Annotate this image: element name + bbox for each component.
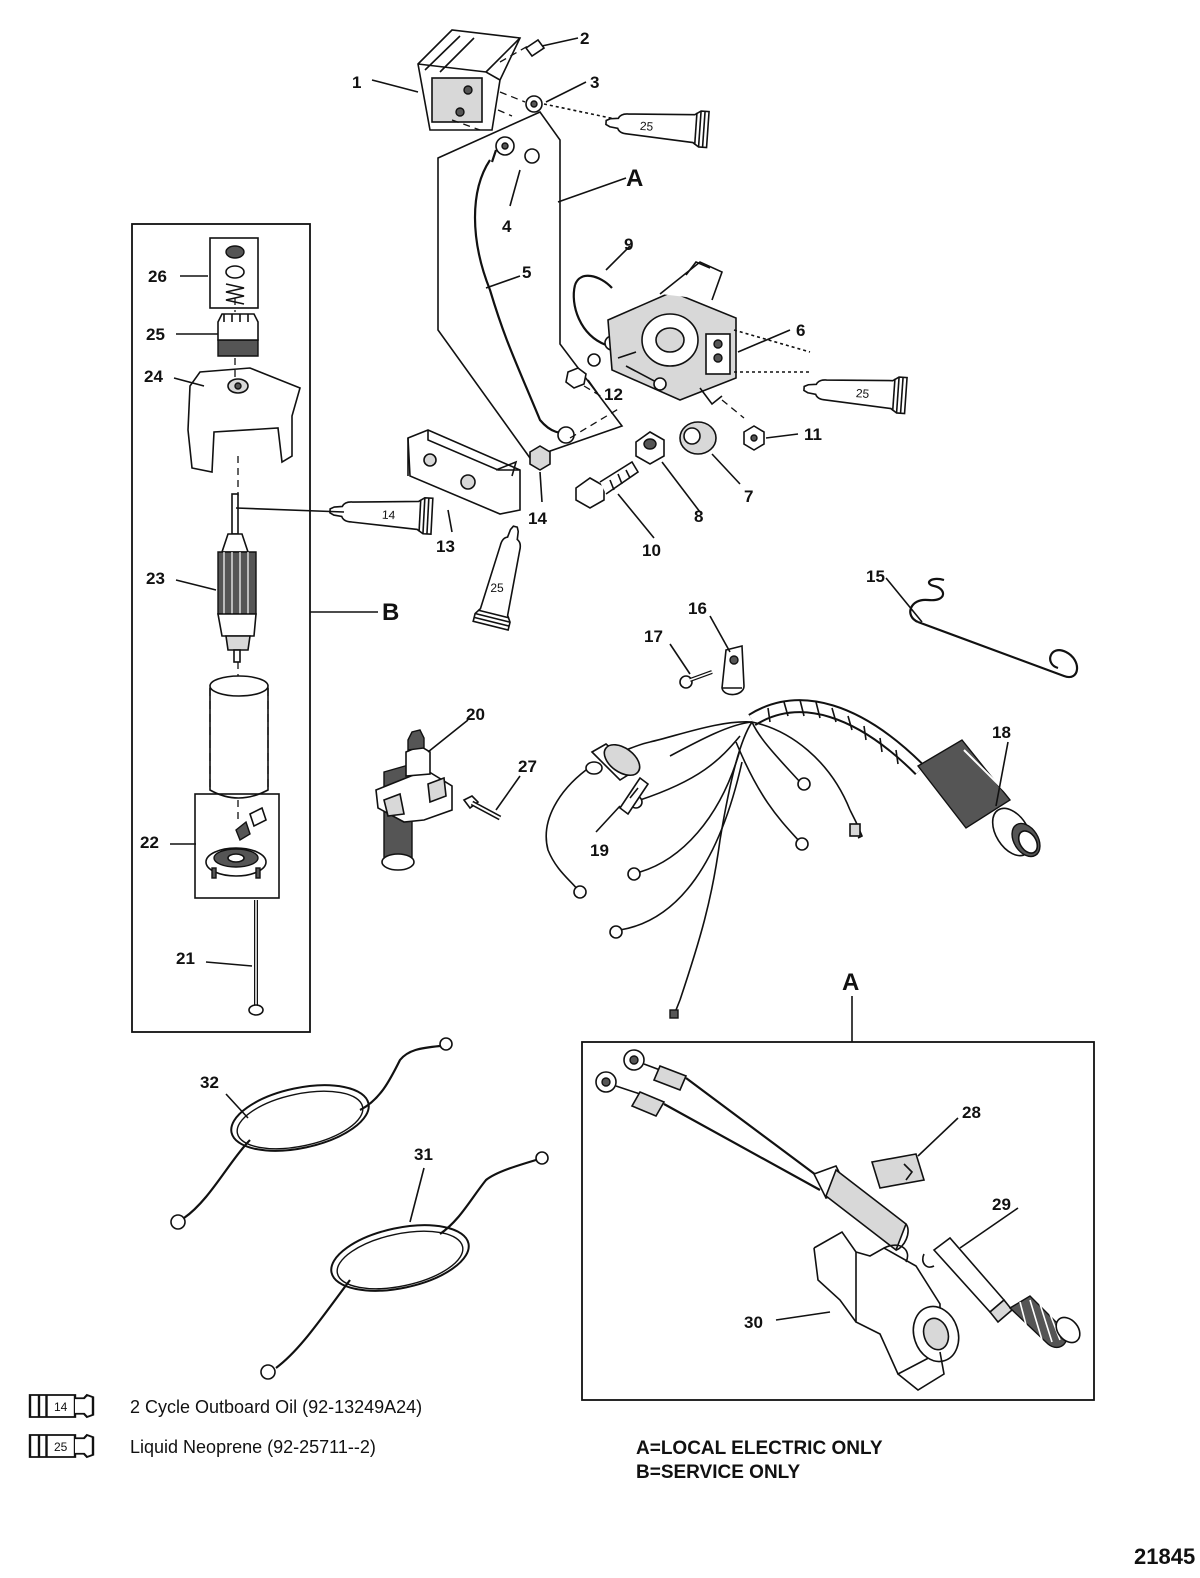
cable-clamp <box>721 644 745 696</box>
note-local-electric: A=LOCAL ELECTRIC ONLY <box>636 1438 883 1459</box>
callout-10: 10 <box>642 541 661 560</box>
screw <box>679 670 713 689</box>
harness-plug <box>921 1236 1081 1349</box>
callout-3: 3 <box>590 73 599 92</box>
bolt <box>462 795 502 821</box>
callout-4: 4 <box>502 217 512 236</box>
callout-2: 2 <box>580 29 589 48</box>
solenoid-bracket <box>407 429 521 515</box>
starter-motor <box>375 729 453 871</box>
nut <box>499 91 543 113</box>
callout-29: 29 <box>992 1195 1011 1214</box>
spring-clip <box>909 577 1079 679</box>
nut <box>743 425 765 451</box>
svg-text:25: 25 <box>490 581 504 595</box>
group-label-a: A <box>626 165 643 192</box>
callout-15: 15 <box>866 567 885 586</box>
callout-20: 20 <box>466 705 485 724</box>
callout-6: 6 <box>796 321 805 340</box>
grommet <box>679 421 717 455</box>
callout-30: 30 <box>744 1313 763 1332</box>
screw <box>499 38 546 63</box>
armature <box>217 493 257 663</box>
local-electric-panel <box>437 111 624 459</box>
sealant-tube-25: 25 <box>801 369 908 415</box>
figure-id: 21845 <box>1134 1544 1195 1569</box>
callout-21: 21 <box>176 949 195 968</box>
bolt <box>575 460 640 509</box>
callout-28: 28 <box>962 1103 981 1122</box>
callout-24: 24 <box>144 367 163 386</box>
local-electric-box <box>581 1041 1095 1401</box>
callout-11: 11 <box>804 425 822 444</box>
starter-solenoid <box>572 261 811 406</box>
legend-code: 25 <box>54 1440 68 1454</box>
nut <box>565 367 587 389</box>
battery-cable <box>170 1037 453 1230</box>
starter-end-cap <box>187 367 301 473</box>
pinion-nut-spring-set <box>225 245 245 305</box>
callout-1: 1 <box>352 73 361 92</box>
legend-code: 14 <box>54 1400 68 1414</box>
callout-12: 12 <box>604 385 623 404</box>
legend-item-oil: 14 2 Cycle Outboard Oil (92-13249A24) <box>28 1393 422 1419</box>
callout-27: 27 <box>518 757 537 776</box>
callout-19: 19 <box>590 841 609 860</box>
note-service-only: B=SERVICE ONLY <box>636 1462 801 1483</box>
callout-13: 13 <box>436 537 455 556</box>
nut <box>529 445 551 471</box>
legend-item-neoprene: 25 Liquid Neoprene (92-25711--2) <box>28 1433 376 1459</box>
callout-14: 14 <box>528 509 547 528</box>
sealant-tube-25: 25 <box>472 521 534 631</box>
callout-26: 26 <box>148 267 167 286</box>
retainer <box>870 1153 926 1189</box>
callout-32: 32 <box>200 1073 219 1092</box>
brush-plate <box>205 806 267 879</box>
callout-23: 23 <box>146 569 165 588</box>
group-label-a: A <box>842 969 859 996</box>
starter-frame <box>209 675 269 799</box>
group-label-b: B <box>382 599 399 626</box>
wiring-harness <box>545 699 1041 1019</box>
callout-17: 17 <box>644 627 663 646</box>
battery-cable <box>260 1151 549 1380</box>
battery-cable-harness <box>595 1049 909 1252</box>
callout-16: 16 <box>688 599 707 618</box>
drive-pinion <box>217 313 259 357</box>
svg-text:25: 25 <box>855 386 870 401</box>
oil-tube-14: 14 <box>328 492 434 535</box>
callout-31: 31 <box>414 1145 433 1164</box>
terminal-block <box>417 29 522 131</box>
callout-22: 22 <box>140 833 159 852</box>
legend-text: 2 Cycle Outboard Oil (92-13249A24) <box>130 1397 422 1417</box>
callout-5: 5 <box>522 263 531 282</box>
sleeve <box>635 431 665 465</box>
thru-bolt <box>248 900 264 1016</box>
callout-8: 8 <box>694 507 703 526</box>
service-only-box <box>131 223 311 1033</box>
callout-25: 25 <box>146 325 165 344</box>
callout-9: 9 <box>624 235 633 254</box>
svg-text:14: 14 <box>382 508 396 523</box>
callout-18: 18 <box>992 723 1011 742</box>
sealant-tube-25: 25 <box>603 103 710 149</box>
fuse <box>618 776 650 816</box>
legend-text: Liquid Neoprene (92-25711--2) <box>130 1437 376 1457</box>
cable-bracket <box>813 1230 960 1391</box>
callout-7: 7 <box>744 487 753 506</box>
svg-text:25: 25 <box>639 119 654 134</box>
